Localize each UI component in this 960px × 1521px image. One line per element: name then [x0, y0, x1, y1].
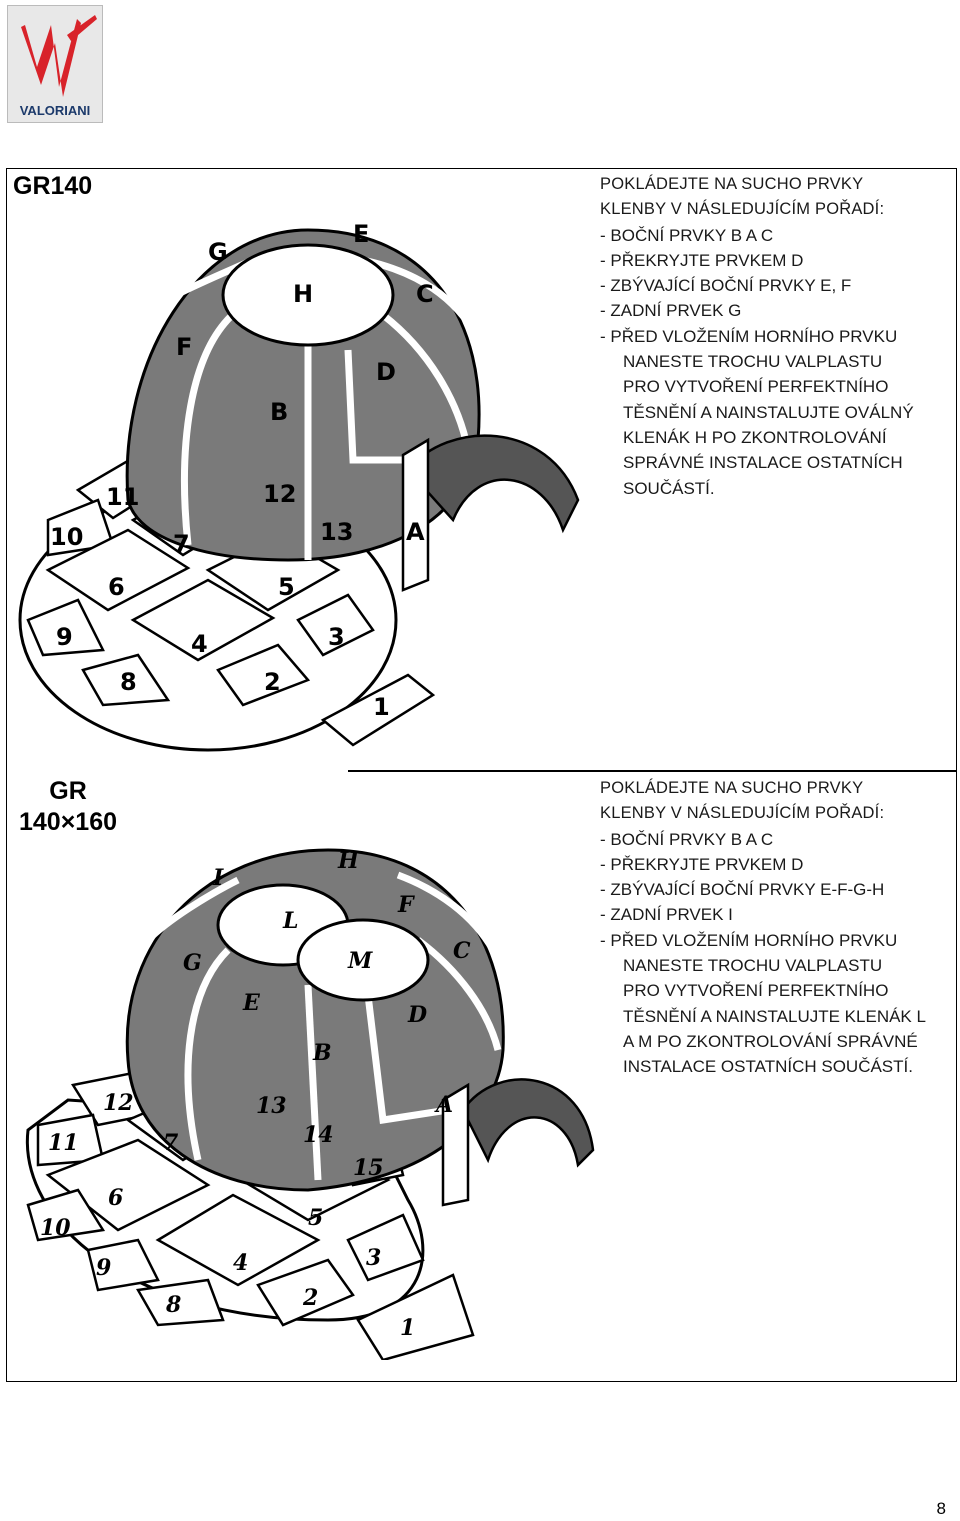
- floor-label: 8: [120, 668, 137, 696]
- section-title-line-2: 140×160: [18, 808, 118, 836]
- instruction-continuation: SOUČÁSTÍ.: [623, 478, 715, 498]
- floor-label: 13: [320, 518, 353, 546]
- dome-label-c: C: [453, 938, 471, 964]
- instructions-gr140x160: POKLÁDEJTE NA SUCHO PRVKY KLENBY V NÁSLE…: [600, 776, 950, 1080]
- page-number: 8: [936, 1499, 946, 1518]
- floor-label: 4: [233, 1250, 248, 1276]
- dome-label-h: H: [293, 280, 313, 308]
- instruction-continuation: INSTALACE OSTATNÍCH SOUČÁSTÍ.: [623, 1057, 913, 1077]
- instruction-item: - BOČNÍ PRVKY B A C: [600, 225, 774, 245]
- dome-label-c: C: [416, 280, 434, 308]
- floor-label: 4: [191, 630, 208, 658]
- dome-label-b: B: [312, 1040, 332, 1066]
- instruction-continuation: TĚSNĚNÍ A NAINSTALUJTE KLENÁK L: [623, 1006, 926, 1026]
- floor-label: 3: [366, 1245, 381, 1271]
- section-title-gr140x160: GR 140×160: [13, 776, 123, 838]
- floor-label: 7: [163, 1130, 179, 1156]
- dome-label-h: H: [337, 848, 360, 874]
- floor-label: 14: [303, 1122, 334, 1148]
- dome-label-a: A: [406, 518, 425, 546]
- section-title-line-1: GR: [49, 777, 87, 805]
- valoriani-logo: VALORIANI: [6, 4, 104, 124]
- instruction-item: - PŘED VLOŽENÍM HORNÍHO PRVKU: [600, 326, 898, 346]
- instruction-continuation: SPRÁVNÉ INSTALACE OSTATNÍCH: [623, 453, 903, 473]
- dome-label-g: G: [208, 238, 228, 266]
- dome-diagram-gr140: G E H C F D B A 11 12 10 7 13 6 5 9 4 3 …: [8, 200, 598, 765]
- instruction-item: - ZADNÍ PRVEK G: [600, 301, 742, 321]
- floor-label: 13: [256, 1093, 287, 1119]
- section-title-gr140: GR140: [13, 172, 93, 200]
- floor-label: 6: [108, 1185, 123, 1211]
- dome-label-f: F: [176, 333, 192, 361]
- dome-label-d: D: [407, 1002, 427, 1028]
- instruction-continuation: PRO VYTVOŘENÍ PERFEKTNÍHO: [623, 981, 889, 1001]
- instruction-continuation: A M PO ZKONTROLOVÁNÍ SPRÁVNÉ: [623, 1031, 918, 1051]
- section-divider: [348, 770, 957, 772]
- dome-label-b: B: [270, 398, 288, 426]
- instruction-item: - PŘED VLOŽENÍM HORNÍHO PRVKU: [600, 930, 898, 950]
- floor-label: 8: [165, 1292, 181, 1318]
- instruction-heading-1: POKLÁDEJTE NA SUCHO PRVKY: [600, 175, 864, 193]
- floor-label: 15: [353, 1155, 384, 1181]
- floor-label: 9: [96, 1255, 111, 1281]
- floor-label: 9: [56, 623, 73, 651]
- instruction-continuation: TĚSNĚNÍ A NAINSTALUJTE OVÁLNÝ: [623, 402, 914, 422]
- instruction-item: - ZBÝVAJÍCÍ BOČNÍ PRVKY E, F: [600, 276, 852, 296]
- floor-label: 2: [264, 668, 281, 696]
- instruction-item: - ZBÝVAJÍCÍ BOČNÍ PRVKY E-F-G-H: [600, 880, 885, 900]
- instruction-item: - ZADNÍ PRVEK I: [600, 905, 733, 925]
- logo-text: VALORIANI: [20, 103, 91, 118]
- floor-label: 5: [278, 573, 295, 601]
- dome-label-e: E: [242, 990, 261, 1016]
- instruction-continuation: NANESTE TROCHU VALPLASTU: [623, 352, 883, 372]
- floor-label: 6: [108, 573, 125, 601]
- instructions-gr140: POKLÁDEJTE NA SUCHO PRVKY KLENBY V NÁSLE…: [600, 172, 950, 501]
- floor-label: 10: [50, 523, 83, 551]
- floor-label: 3: [328, 623, 345, 651]
- dome-label-i: I: [212, 865, 224, 891]
- instruction-heading-2: KLENBY V NÁSLEDUJÍCÍM POŘADÍ:: [600, 200, 885, 219]
- dome-label-l: L: [282, 908, 298, 934]
- floor-label: 12: [103, 1090, 134, 1116]
- instruction-heading-1: POKLÁDEJTE NA SUCHO PRVKY: [600, 779, 864, 797]
- floor-label: 1: [400, 1315, 415, 1341]
- instruction-heading-2: KLENBY V NÁSLEDUJÍCÍM POŘADÍ:: [600, 804, 885, 823]
- instruction-item: - PŘEKRYJTE PRVKEM D: [600, 854, 804, 874]
- floor-label: 12: [263, 480, 296, 508]
- instruction-continuation: PRO VYTVOŘENÍ PERFEKTNÍHO: [623, 377, 889, 397]
- instruction-item: - PŘEKRYJTE PRVKEM D: [600, 250, 804, 270]
- floor-label: 5: [308, 1205, 323, 1231]
- floor-label: 11: [106, 483, 139, 511]
- dome-label-g: G: [183, 950, 202, 976]
- dome-label-f: F: [397, 892, 415, 918]
- floor-label: 11: [48, 1130, 79, 1156]
- dome-label-d: D: [376, 358, 396, 386]
- floor-label: 7: [173, 530, 190, 558]
- instruction-table: [6, 168, 957, 1382]
- instruction-continuation: KLENÁK H PO ZKONTROLOVÁNÍ: [623, 427, 887, 447]
- floor-label: 1: [373, 693, 390, 721]
- dome-label-e: E: [353, 220, 369, 248]
- dome-label-a: A: [434, 1092, 453, 1118]
- dome-diagram-gr140x160: I H L F G M C E D B A 12 13 11 14 7 15 6…: [8, 820, 608, 1362]
- instruction-continuation: NANESTE TROCHU VALPLASTU: [623, 956, 883, 976]
- floor-label: 2: [302, 1285, 318, 1311]
- floor-label: 10: [40, 1215, 71, 1241]
- dome-label-m: M: [347, 948, 373, 974]
- instruction-item: - BOČNÍ PRVKY B A C: [600, 829, 774, 849]
